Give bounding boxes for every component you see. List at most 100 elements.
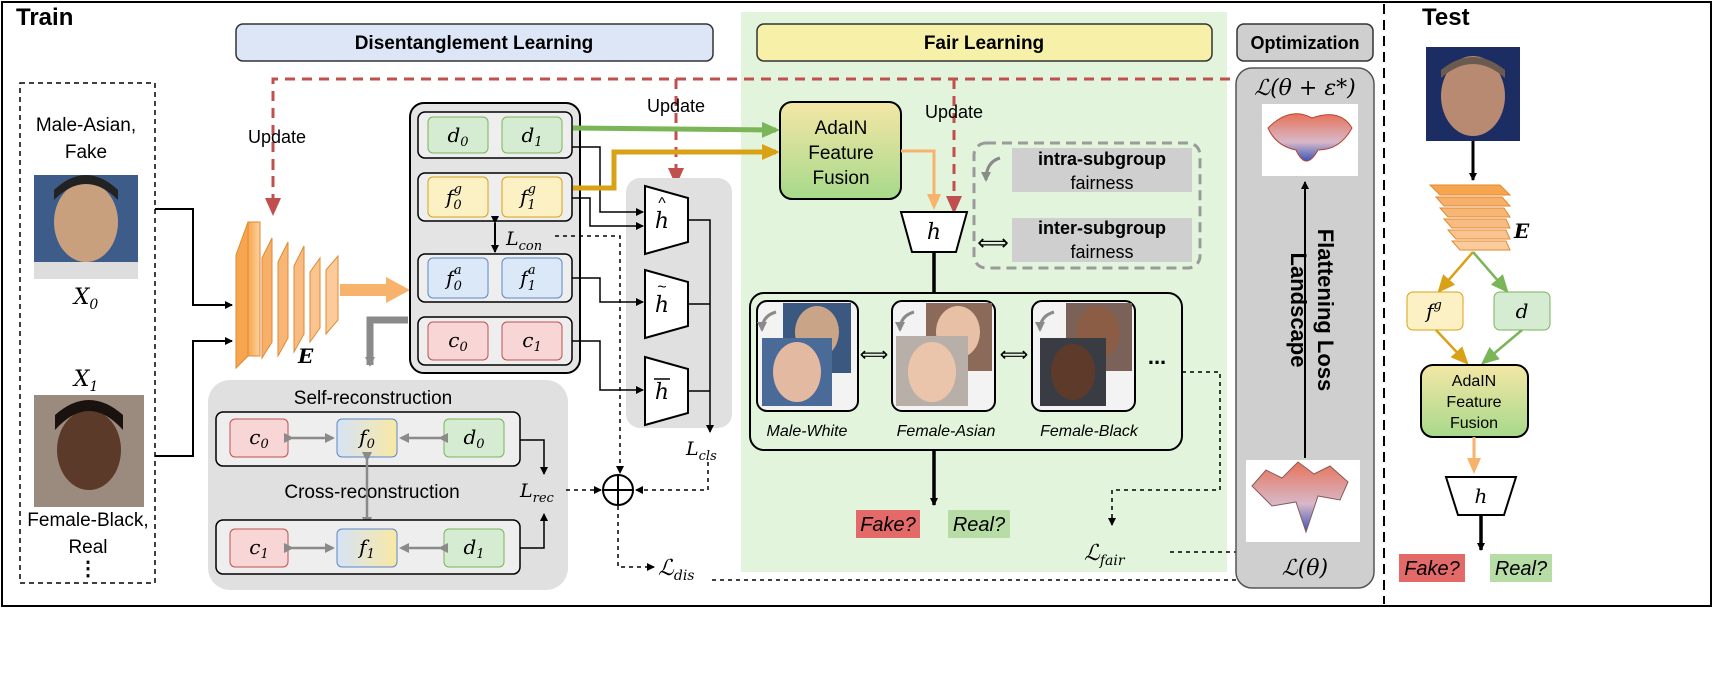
fairness-iff: ⟺ xyxy=(977,230,1009,255)
feature-row-c: c0 c1 xyxy=(417,316,573,366)
test-real-badge xyxy=(1490,554,1552,582)
test-title: Test xyxy=(1422,4,1470,31)
head-tilde: h ~ xyxy=(644,268,689,340)
svg-text:^: ^ xyxy=(658,195,666,212)
loss-landscape-sharp-image xyxy=(1246,460,1360,542)
x1-caption-line2: Real xyxy=(68,537,107,558)
cross-reconstruction-title: Cross-reconstruction xyxy=(284,482,459,503)
subgroup-female-black xyxy=(1031,300,1136,412)
x1-label: X1 xyxy=(72,367,99,395)
d0-box xyxy=(427,116,489,154)
male-white-cycle-icon xyxy=(757,310,777,332)
group-ellipsis: ... xyxy=(1148,344,1166,369)
svg-text:~: ~ xyxy=(657,279,666,296)
f1a-box xyxy=(501,257,563,299)
optimization-header xyxy=(1236,23,1374,62)
subgroup-male-white xyxy=(756,300,859,412)
lcon-to-sum-arrow xyxy=(555,235,624,474)
test-fake-label: Fake? xyxy=(1404,558,1460,580)
svg-text:h: h xyxy=(655,380,669,405)
self-reconstruction-title: Self-reconstruction xyxy=(294,388,452,409)
group-label-male-white: Male-White xyxy=(767,423,848,440)
x0-label: X0 xyxy=(72,285,99,313)
loss-landscape-flat-image xyxy=(1262,104,1358,176)
l-cls-label: Lcls xyxy=(685,438,717,464)
intra-cycle-icon xyxy=(981,156,1001,182)
disentanglement-title: Disentanglement Learning xyxy=(355,33,594,54)
svg-text:f0g: f0g xyxy=(444,182,462,213)
test-fg-box xyxy=(1406,291,1464,331)
inter-line2: fairness xyxy=(1070,242,1133,262)
inter-line1: inter-subgroup xyxy=(1038,218,1166,238)
real-badge xyxy=(948,510,1010,538)
sum-to-ldis-arrow xyxy=(617,506,655,571)
fa-to-tilde-arrow xyxy=(572,277,644,306)
f1g-box xyxy=(501,176,563,218)
x1-to-encoder-arrow xyxy=(155,337,233,457)
subgroup-female-asian xyxy=(891,300,996,412)
iff-2: ⟺ xyxy=(1000,344,1029,366)
adain-line1: AdaIN xyxy=(815,118,868,139)
test-real-label: Real? xyxy=(1495,558,1548,580)
features-to-reconstruction-arrow xyxy=(365,316,408,367)
intra-fairness-box xyxy=(1012,148,1192,192)
test-h-label: h xyxy=(1475,484,1488,508)
fake-badge xyxy=(856,510,920,538)
test-h-head xyxy=(1444,476,1518,516)
fake-label: Fake? xyxy=(860,514,916,536)
flatten-line1: Flattening Loss xyxy=(1313,229,1338,392)
test-d-label: d xyxy=(1516,299,1529,323)
update-label-1: Update xyxy=(248,127,306,147)
real-label: Real? xyxy=(953,514,1006,536)
test-encoder-label: E xyxy=(1513,219,1530,243)
c1-box xyxy=(501,321,563,361)
groups-to-lfair-arrow xyxy=(1108,371,1221,526)
d1-box xyxy=(501,116,563,154)
x0-caption-line2: Fake xyxy=(65,142,107,163)
face-x1-image xyxy=(34,395,144,507)
l-dis-label: ℒdis xyxy=(658,556,694,584)
disentanglement-header xyxy=(235,23,714,62)
update-label-2: Update xyxy=(647,96,705,116)
inter-fairness-box xyxy=(1012,218,1192,262)
test-face-image xyxy=(1426,47,1520,141)
iff-1: ⟺ xyxy=(860,344,889,366)
group-label-female-black: Female-Black xyxy=(1040,423,1139,440)
self-recon-to-lrec xyxy=(520,439,548,475)
head-bar: h xyxy=(644,355,689,427)
test-adain-line3: Fusion xyxy=(1450,415,1498,432)
test-fake-badge xyxy=(1399,554,1465,582)
fair-title: Fair Learning xyxy=(924,33,1044,54)
svg-text:h: h xyxy=(655,209,669,234)
d-to-adain-arrow xyxy=(572,121,780,138)
encoder-block xyxy=(235,221,339,370)
test-adain-line1: AdaIN xyxy=(1452,373,1496,390)
c-to-bar-arrow xyxy=(572,340,644,394)
lcls-to-sum-arrow xyxy=(635,462,709,494)
loss-bottom: ℒ(θ) xyxy=(1282,556,1328,581)
d-to-hat-arrow xyxy=(572,146,644,216)
train-frame xyxy=(1,1,1712,607)
fg-to-adain-arrow xyxy=(573,144,780,191)
encoder-to-features-arrow xyxy=(340,277,410,303)
test-encoder-block xyxy=(1428,184,1512,251)
encoder-label: E xyxy=(297,344,314,368)
female-asian-cycle-icon xyxy=(895,310,915,332)
loss-top: ℒ(θ + ε*) xyxy=(1254,76,1355,101)
test-adain-line2: Feature xyxy=(1446,394,1501,411)
recon-f1-box xyxy=(336,528,398,568)
feature-row-d: d0 d1 xyxy=(417,111,573,159)
svg-text:f1g: f1g xyxy=(518,182,536,213)
h-head xyxy=(899,211,969,253)
flatten-line2: Landscape xyxy=(1286,253,1311,368)
face-x0-image xyxy=(34,175,138,279)
input-ellipsis: ⋮ xyxy=(78,558,98,580)
f0a-box xyxy=(427,257,489,299)
feature-row-fg: f0g f1g xyxy=(417,172,573,222)
x1-caption-line1: Female-Black, xyxy=(27,510,148,531)
f0g-box xyxy=(427,176,489,218)
adain-line3: Fusion xyxy=(812,168,869,189)
fairness-panel xyxy=(972,141,1202,270)
train-title: Train xyxy=(16,4,73,31)
adain-line2: Feature xyxy=(808,143,873,164)
